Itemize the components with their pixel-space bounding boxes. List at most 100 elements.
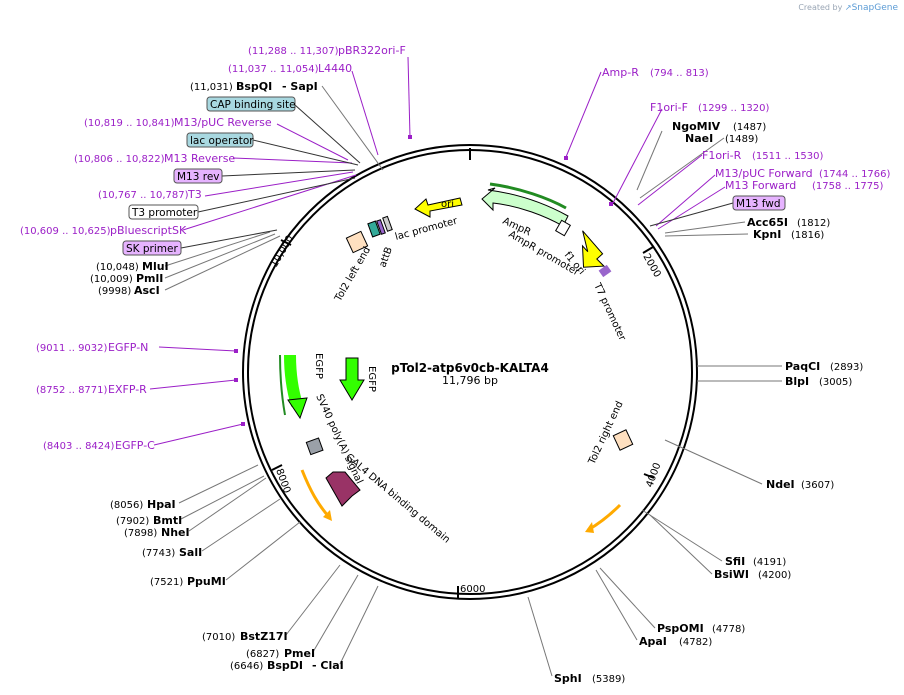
bmti-name: BmtI [153,514,182,527]
exfp-r-mark [234,378,238,382]
f1ori-f-mark [609,202,613,206]
pmei-coord: (6827) [246,649,279,660]
kpni-coord: (1816) [791,230,824,241]
t3-coord: (10,767 .. 10,787) [98,190,189,201]
ampr-orf-line [489,182,567,210]
bstz17i-name: BstZ17I [240,630,288,643]
egfp-n-mark [234,349,238,353]
pspomi-coord: (4778) [712,624,745,635]
snapgene-credit: Created by ↗SnapGene [798,3,898,13]
m13-forward-coord: (1758 .. 1775) [812,181,884,192]
credit-brand: SnapGene [851,3,898,13]
t7-promoter-label: T7 promoter [591,281,628,344]
egfp-label-2: EGFP [366,366,377,392]
m13puc-rev-name: M13/pUC Reverse [174,116,272,129]
m13-forward-name: M13 Forward [725,179,796,192]
m13-rev-label: M13 rev [177,171,220,183]
f1ori-r-name: F1ori-R [702,149,742,162]
f1ori-r-coord: (1511 .. 1530) [752,151,824,162]
sapi-name: - SapI [282,80,318,93]
primer-leaders [149,56,726,446]
cap-site-mark [367,220,381,238]
sfii-coord: (4191) [753,557,786,568]
egfp-label-1: EGFP [313,353,324,379]
paqci-coord: (2893) [830,362,863,373]
l4440-coord: (11,037 .. 11,054) [228,64,319,75]
pbr322-name: pBR322ori-F [338,44,406,57]
apai-name: ApaI [639,635,667,648]
bsiwi-name: BsiWI [714,568,749,581]
attb-label: attB [377,246,395,269]
egfp-orf-line [279,354,286,416]
tick-10000 [280,239,292,246]
naei-name: NaeI [685,132,713,145]
orf-arc-left-head [323,510,332,521]
cap-binding-label: CAP binding site [210,99,296,111]
egfp-arrow-2 [339,357,365,401]
pmei-name: PmeI [284,647,315,660]
paqci-name: PaqCI [785,360,820,373]
m13-fwd-label: M13 fwd [736,198,781,210]
asci-coord: (9998) [98,286,131,297]
box-leaders [180,104,734,249]
sali-name: SalI [179,546,202,559]
ngomiv-coord: (1487) [733,122,766,133]
m13-reverse-name: M13 Reverse [164,152,235,165]
cap-binding-box [206,96,296,112]
exfp-r-name: EXFP-R [108,383,147,396]
ampr-primer-coord: (794 .. 813) [650,68,709,79]
exfp-r-coord: (8752 .. 8771) [36,385,108,396]
clai-name: - ClaI [312,659,344,672]
blpi-coord: (3005) [819,377,852,388]
pspomi-name: PspOMI [657,622,704,635]
lac-promoter-label: lac promoter [394,215,460,242]
naei-coord: (1489) [725,134,758,145]
backbone-outer [242,144,698,600]
m13puc-fwd-name: M13/pUC Forward [715,167,813,180]
sphi-coord: (5389) [592,674,625,685]
plasmid-size: 11,796 bp [442,374,498,387]
position-ticks [271,148,655,598]
t7-mark [598,264,612,278]
pbr322-mark [408,135,412,139]
bsiwi-coord: (4200) [758,570,791,581]
plasmid-name: pTol2-atp6v0cb-KALTA4 [391,361,549,375]
lac-operator-label: lac operator [190,135,254,147]
egfp-n-coord: (9011 .. 9032) [36,343,108,354]
sphi-name: SphI [554,672,582,685]
ampr-primer-name: Amp-R [602,66,639,79]
hpai-coord: (8056) [110,500,143,511]
pbr322-coord: (11,288 .. 11,307) [248,46,339,57]
gal4-label: GAL4 DNA binding domain [343,452,452,546]
sk-primer-box [122,240,182,256]
bmti-coord: (7902) [116,516,149,527]
orf-arc-right-head [585,522,594,533]
blpi-name: BlpI [785,375,809,388]
acc65i-coord: (1812) [797,218,830,229]
enzyme-leaders [164,85,782,677]
f1ori-f-name: F1ori-F [650,101,688,114]
kpni-name: KpnI [753,228,781,241]
acc65i-name: Acc65I [747,216,788,229]
tol2-right-mark [612,429,634,451]
t3-promoter-box [128,204,199,220]
tol2-left-label: Tol2 left end [333,245,374,304]
lac-op-mark [376,219,386,235]
attb-mark [382,215,393,232]
l4440-name: L4440 [318,62,352,75]
sfii-name: SfiI [725,555,745,568]
orf-arc-left [300,469,332,520]
orf-arc-right [587,503,622,532]
m13puc-fwd-coord: (1744 .. 1766) [819,169,891,180]
sv40-mark [305,437,324,456]
bspdi-name: BspDI [267,659,303,672]
mlui-coord: (10,048) [96,262,139,273]
ampr-primer-mark [564,156,568,160]
ori-label: ori [441,199,454,210]
bspqi-name: BspQI [236,80,272,93]
ampr-promoter-mark [554,219,572,237]
m13-fwd-box [732,195,786,211]
pmli-coord: (10,009) [90,274,133,285]
m13puc-rev-coord: (10,819 .. 10,841) [84,118,175,129]
